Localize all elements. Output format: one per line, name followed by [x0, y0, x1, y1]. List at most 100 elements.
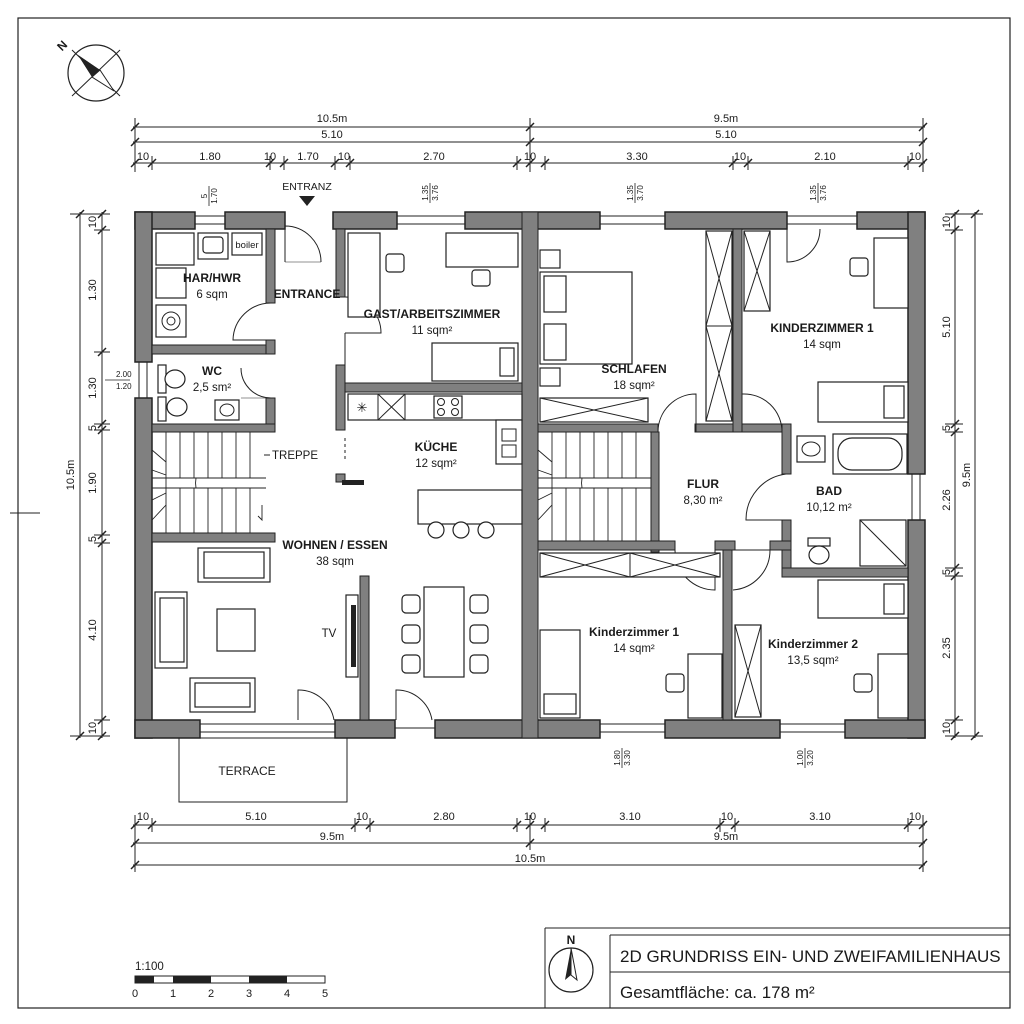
- dim-top-left-total: 10.5m: [317, 113, 348, 125]
- staircase-left: [151, 432, 266, 533]
- chair-icon: [469, 624, 489, 644]
- dim-bottom-seg: 5.10: [245, 811, 266, 823]
- north-arrow-icon: N: [548, 933, 594, 993]
- room-name-har: HAR/HWR: [183, 271, 241, 285]
- walls: [134, 211, 926, 739]
- stool-icon: [452, 521, 470, 539]
- window-label: 1.80: [613, 750, 622, 766]
- room-name-schlafen: SCHLAFEN: [601, 362, 666, 376]
- sink-icon: [796, 435, 826, 463]
- nightstand: [539, 367, 561, 387]
- room-name-bad: BAD: [816, 484, 842, 498]
- room-area-wc: 2,5 sm²: [193, 382, 232, 394]
- chair-icon: [401, 654, 421, 674]
- dim-right-seg: 5: [941, 569, 953, 575]
- room-labels: HAR/HWR 6 sqm WC 2,5 sm² ENTRANCE GAST/A…: [183, 271, 874, 667]
- dim-bottom-total: 10.5m: [515, 853, 546, 865]
- room-name-kueche: KÜCHE: [415, 439, 458, 454]
- window-label: 3.30: [623, 750, 632, 766]
- scale-tick: 1: [170, 988, 176, 1000]
- dim-top-seg: 1.80: [199, 151, 220, 163]
- window-label-left: 1.20: [116, 382, 132, 391]
- room-name-wc: WC: [202, 364, 222, 378]
- dim-left-seg: 10: [87, 722, 99, 734]
- treppe-label: TREPPE: [272, 450, 318, 462]
- room-area-flur: 8,30 m²: [684, 495, 723, 507]
- top-dimensions: 10.5m 9.5m 5.10 5.10 10 1.80 10 1.70 10 …: [130, 113, 928, 172]
- room-name-flur: FLUR: [687, 477, 719, 491]
- room-area-schlafen: 18 sqm²: [613, 380, 655, 392]
- room-area-kinder1-bottom: 14 sqm²: [613, 643, 655, 655]
- dim-left-seg: 1.30: [87, 377, 99, 398]
- dim-left-seg: 4.10: [87, 619, 99, 640]
- north-label: N: [54, 38, 70, 54]
- furniture: boiler ✳: [151, 230, 909, 719]
- toilet-icon: [808, 545, 830, 565]
- title-block: N 2D GRUNDRISS EIN- UND ZWEIFAMILIENHAUS…: [544, 927, 1010, 1008]
- room-name-kinder1-top: KINDERZIMMER 1: [770, 321, 874, 335]
- window-label: 3.70: [636, 185, 645, 201]
- terrace-outline: [178, 737, 348, 803]
- dim-top-seg: 10: [524, 151, 536, 163]
- dim-right-seg: 2.35: [941, 637, 953, 658]
- sink-icon: [214, 399, 240, 421]
- room-name-kinder1-bottom: Kinderzimmer 1: [589, 625, 679, 639]
- boiler-label: boiler: [235, 240, 258, 251]
- left-dimensions: 10.5m 10 1.30 1.30 5 1.90 5 4.10 10 2.00…: [65, 209, 132, 741]
- drawing-title: 2D GRUNDRISS EIN- UND ZWEIFAMILIENHAUS: [620, 947, 1001, 966]
- desk: [873, 237, 909, 309]
- room-name-wohnen: WOHNEN / ESSEN: [282, 538, 387, 552]
- room-area-bad: 10,12 m²: [806, 502, 852, 514]
- desk: [877, 653, 909, 719]
- room-name-gast: GAST/ARBEITSZIMMER: [364, 307, 501, 321]
- star-icon: ✳: [357, 400, 368, 415]
- dim-left-seg: 5: [87, 425, 99, 431]
- window-label-left: 2.00: [116, 370, 132, 379]
- dim-top-seg: 2.10: [814, 151, 835, 163]
- chair-icon: [665, 673, 685, 693]
- scale-tick: 5: [322, 988, 328, 1000]
- dim-left-total: 10.5m: [65, 460, 77, 491]
- window-label: 1.35: [809, 185, 818, 201]
- room-area-kueche: 12 sqm²: [415, 458, 457, 470]
- windows: [138, 215, 921, 733]
- shower-icon: [155, 232, 195, 266]
- toilet-icon: [164, 369, 186, 389]
- dim-right-seg: 2.26: [941, 489, 953, 510]
- dim-top-right-half: 5.10: [715, 129, 736, 141]
- toilet-icon: [166, 397, 188, 417]
- desk: [687, 653, 723, 719]
- dim-left-seg: 1.90: [87, 472, 99, 493]
- dining-table: [423, 586, 465, 678]
- room-area-har: 6 sqm: [196, 289, 227, 301]
- dim-top-seg: 10: [734, 151, 746, 163]
- window-label: 3.76: [431, 185, 440, 201]
- dim-top-seg: 10: [137, 151, 149, 163]
- window-labels-top: 5 1.70 1.35 3.76 1.35 3.70 1.35 3.76: [200, 183, 828, 206]
- stool-icon: [427, 521, 445, 539]
- chair-icon: [849, 257, 869, 277]
- entranz-label: ENTRANZ: [282, 181, 332, 193]
- dim-right-seg: 10: [941, 216, 953, 228]
- nightstand: [539, 249, 561, 269]
- dim-right-total: 9.5m: [961, 463, 973, 487]
- kitchen-island: [417, 489, 523, 525]
- dim-bottom-seg: 10: [721, 811, 733, 823]
- dim-top-left-half: 5.10: [321, 129, 342, 141]
- window-label: 3.76: [819, 185, 828, 201]
- window-label: 1.35: [626, 185, 635, 201]
- scale-bar: 1:100 0 1 2 3 4 5: [132, 961, 328, 1000]
- dim-top-seg: 3.30: [626, 151, 647, 163]
- window-label: 1.35: [421, 185, 430, 201]
- dim-left-seg: 10: [87, 216, 99, 228]
- tv-label: TV: [322, 628, 337, 640]
- boiler-box: [231, 232, 263, 256]
- chair-icon: [469, 654, 489, 674]
- scale-tick: 3: [246, 988, 252, 1000]
- window-label: 5: [200, 193, 209, 198]
- dim-bottom-seg: 10: [909, 811, 921, 823]
- stool-icon: [477, 521, 495, 539]
- dim-bottom-seg: 3.10: [619, 811, 640, 823]
- dim-top-seg: 10: [909, 151, 921, 163]
